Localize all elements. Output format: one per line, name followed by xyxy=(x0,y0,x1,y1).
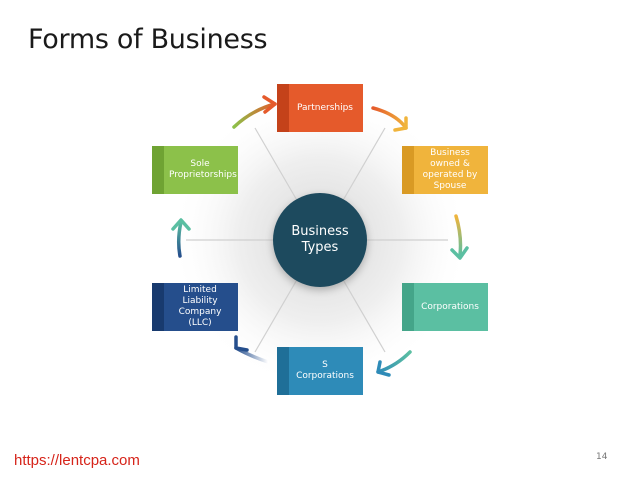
arrow-partnerships-to-spouse xyxy=(371,106,408,130)
arrow-head-icon xyxy=(450,246,469,260)
hub-line-1: Business xyxy=(291,224,349,239)
node-corporations: Corporations xyxy=(402,283,488,331)
node-corporations-label: Corporations xyxy=(421,301,479,312)
node-s-corporations: S Corporations xyxy=(277,347,363,395)
node-sole: Sole Proprietorships xyxy=(152,146,238,194)
node-partnerships: Partnerships xyxy=(277,84,363,132)
slide-title: Forms of Business xyxy=(28,24,268,55)
node-s-corporations-label: S Corporations xyxy=(296,360,354,381)
arrow-head-icon xyxy=(171,218,191,231)
arrow-spouse-to-corporations xyxy=(454,214,463,257)
hub-business-types: Business Types xyxy=(273,193,367,287)
arrow-head-icon xyxy=(393,116,408,132)
page-number: 14 xyxy=(596,452,608,462)
node-sole-label: Sole Proprietorships xyxy=(169,159,237,180)
arrow-llc-to-sole xyxy=(176,220,183,258)
node-spouse: Business owned & operated by Spouse xyxy=(402,146,488,194)
node-spouse-label: Business owned & operated by Spouse xyxy=(422,148,478,191)
arrow-head-icon xyxy=(376,360,391,377)
arrow-heads xyxy=(171,95,469,377)
node-llc-label: Limited Liability Company (LLC) xyxy=(178,285,222,328)
hub-line-2: Types xyxy=(301,240,339,255)
arrow-corporations-to-scorp xyxy=(376,350,412,374)
footer-url-link[interactable]: https://lentcpa.com xyxy=(14,452,140,469)
cycle-arrows xyxy=(176,102,463,374)
arrow-head-icon xyxy=(234,335,249,352)
arrow-head-icon xyxy=(262,95,277,114)
node-llc: Limited Liability Company (LLC) xyxy=(152,283,238,331)
node-partnerships-label: Partnerships xyxy=(296,102,353,113)
